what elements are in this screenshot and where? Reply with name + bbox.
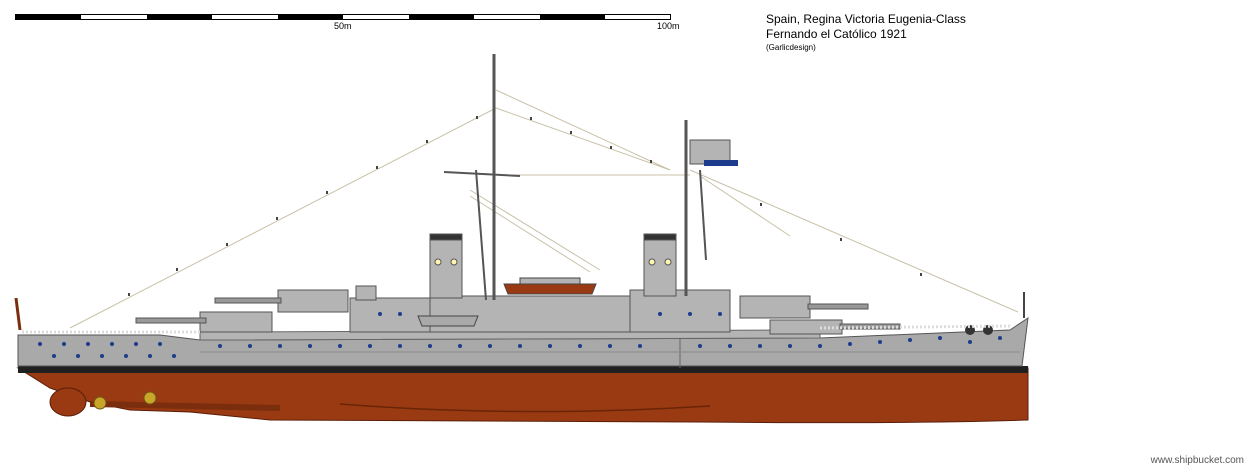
ship-name-title: Fernando el Católico 1921 — [766, 27, 907, 41]
turret — [739, 295, 869, 319]
funnel — [643, 233, 677, 297]
scale-segment — [16, 15, 81, 19]
main-mast — [443, 54, 521, 301]
rigging-lines — [69, 89, 1019, 329]
title-block: Spain, Regina Victoria Eugenia-Class Fer… — [766, 12, 966, 54]
rigging-markers — [128, 116, 922, 296]
scale-bar — [15, 14, 671, 20]
scale-segment — [147, 15, 212, 19]
turret — [135, 311, 273, 333]
propeller-icon — [93, 396, 107, 410]
propeller-shaft — [89, 401, 281, 411]
boat — [417, 315, 479, 327]
scale-segment — [278, 15, 343, 19]
scale-segment — [540, 15, 605, 19]
scale-segment — [409, 15, 474, 19]
portholes — [38, 312, 1002, 358]
boot-top — [18, 366, 1028, 373]
hull-shading — [339, 403, 711, 413]
funnel — [429, 233, 463, 299]
rudder — [49, 387, 87, 417]
credit-text: (Garlicdesign) — [766, 43, 816, 52]
turret — [214, 289, 349, 313]
boat — [503, 283, 597, 295]
shipbucket-watermark: www.shipbucket.com — [1150, 455, 1244, 466]
scale-label-100m: 100m — [657, 21, 680, 31]
ship-class-title: Spain, Regina Victoria Eugenia-Class — [766, 12, 966, 26]
upper-hull — [17, 316, 1029, 367]
scale-label-50m: 50m — [334, 21, 352, 31]
lower-hull — [16, 367, 1029, 424]
fore-mast — [684, 120, 707, 296]
propeller-icon — [143, 391, 157, 405]
